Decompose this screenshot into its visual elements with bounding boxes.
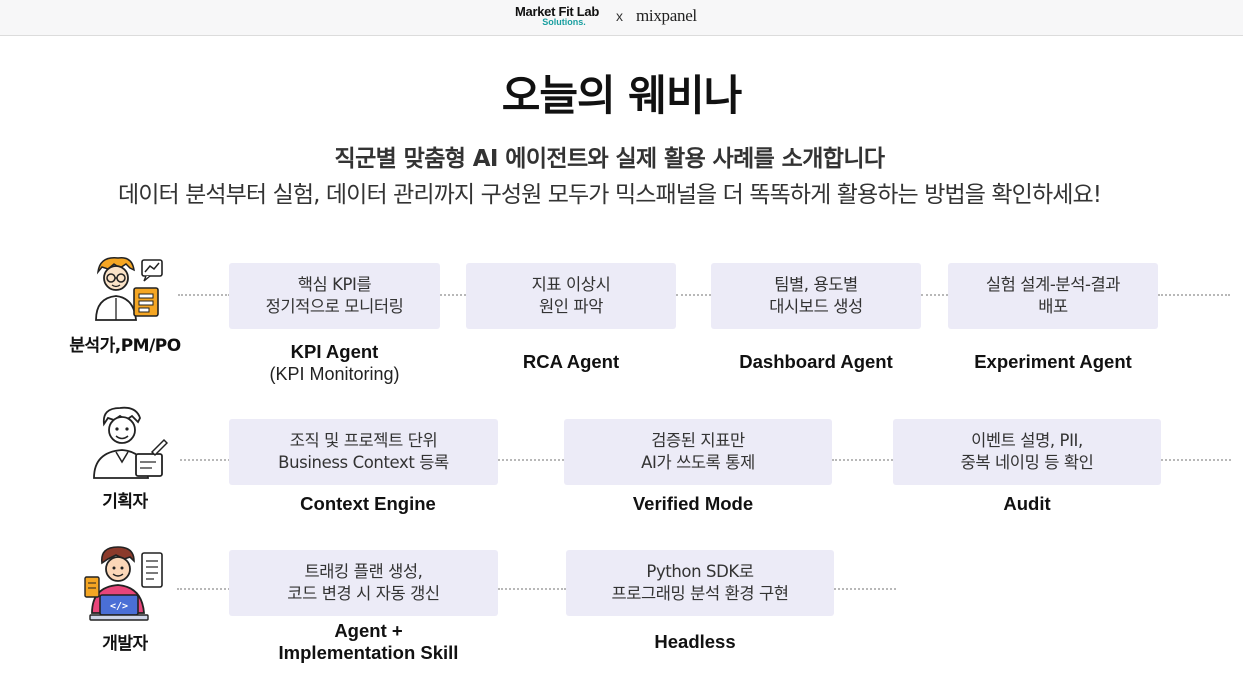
connector-line bbox=[1158, 294, 1230, 296]
agent-name-dashboard: Dashboard Agent bbox=[739, 351, 893, 372]
connector-line bbox=[832, 459, 893, 461]
feature-box-dashboard: 팀별, 용도별 대시보드 생성 bbox=[711, 263, 921, 329]
developer-icon: </> bbox=[84, 546, 163, 621]
connector-line bbox=[440, 294, 466, 296]
feature-box-audit: 이벤트 설명, PII, 중복 네이밍 등 확인 bbox=[893, 419, 1161, 485]
connector-line bbox=[180, 459, 230, 461]
feature-box-kpi: 핵심 KPI를 정기적으로 모니터링 bbox=[229, 263, 440, 329]
market-fit-lab-logo: Market Fit Lab Solutions. bbox=[515, 4, 599, 27]
agent-name-audit: Audit bbox=[1003, 493, 1051, 514]
feature-box-context: 조직 및 프로젝트 단위 Business Context 등록 bbox=[229, 419, 498, 485]
feature-box-python-sdk: Python SDK로 프로그래밍 분석 환경 구현 bbox=[566, 550, 834, 616]
page-subtitle: 직군별 맞춤형 AI 에이전트와 실제 활용 사례를 소개합니다 bbox=[334, 146, 885, 172]
top-bar: Market Fit Lab Solutions. x mixpanel bbox=[0, 0, 1243, 36]
connector-line bbox=[178, 294, 230, 296]
analyst-icon bbox=[95, 257, 163, 321]
feature-box-verified: 검증된 지표만 AI가 쓰도록 통제 bbox=[564, 419, 832, 485]
connector-line bbox=[1161, 459, 1231, 461]
page-title: 오늘의 웨비나 bbox=[501, 71, 742, 120]
mixpanel-logo: mixpanel bbox=[636, 6, 697, 25]
planner-icon bbox=[93, 406, 168, 479]
agent-name-kpi: KPI Agent (KPI Monitoring) bbox=[269, 341, 400, 384]
agent-name-context: Context Engine bbox=[300, 493, 436, 514]
agent-name-verified: Verified Mode bbox=[632, 493, 754, 514]
feature-box-tracking: 트래킹 플랜 생성, 코드 변경 시 자동 갱신 bbox=[229, 550, 498, 616]
connector-line bbox=[834, 588, 896, 590]
page-description: 데이터 분석부터 실험, 데이터 관리까지 구성원 모두가 믹스패널을 더 똑똑… bbox=[117, 182, 1102, 208]
agent-name-implementation: Agent + Implementation Skill bbox=[278, 620, 459, 663]
feature-box-rca: 지표 이상시 원인 파악 bbox=[466, 263, 676, 329]
logo-separator: x bbox=[616, 8, 623, 24]
role-label-analyst: 분석가,PM/PO bbox=[69, 336, 181, 356]
feature-box-experiment: 실험 설계-분석-결과 배포 bbox=[948, 263, 1158, 329]
connector-line bbox=[676, 294, 711, 296]
role-label-developer: 개발자 bbox=[102, 634, 148, 654]
connector-line bbox=[177, 588, 230, 590]
svg-text:</>: </> bbox=[110, 601, 128, 612]
agent-name-rca: RCA Agent bbox=[522, 351, 620, 372]
connector-line bbox=[498, 459, 564, 461]
connector-line bbox=[498, 588, 566, 590]
connector-line bbox=[921, 294, 948, 296]
agent-name-headless: Headless bbox=[654, 631, 736, 652]
role-label-planner: 기획자 bbox=[102, 492, 148, 512]
agent-name-experiment: Experiment Agent bbox=[974, 351, 1132, 372]
